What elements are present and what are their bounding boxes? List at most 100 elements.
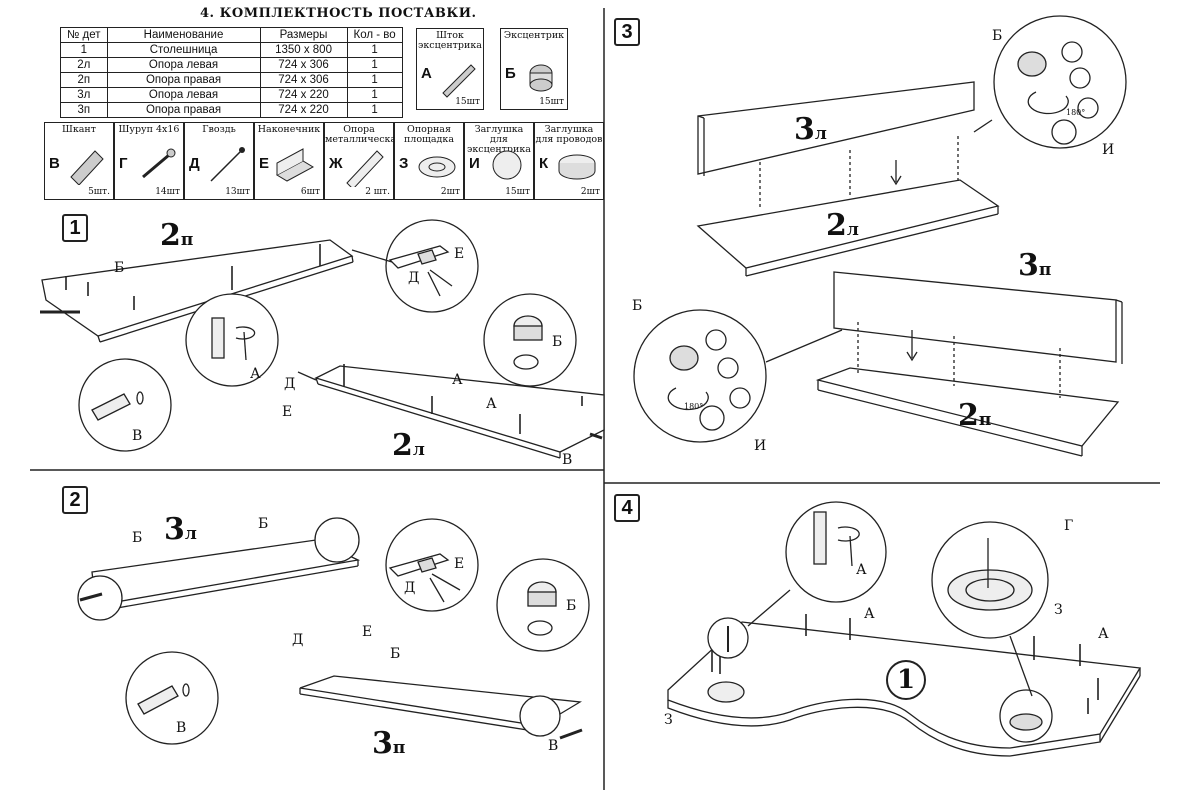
fitting-metal-leg: Опора металлическая Ж 2 шт. [324, 122, 403, 200]
col-header: Размеры [259, 27, 348, 43]
cell: Опора левая [106, 57, 261, 73]
callout-label: А [864, 606, 875, 622]
part-number: 3 [794, 112, 815, 147]
page-title: 4. КОМПЛЕКТНОСТЬ ПОСТАВКИ. [200, 6, 477, 21]
callout-label: А [486, 396, 497, 412]
step3-detail-cam-top [993, 15, 1127, 149]
callout-label: И [1102, 142, 1115, 158]
step-number-1: 1 [62, 214, 88, 242]
cam-stud-icon [442, 64, 476, 98]
part-marker-3p: 3п [372, 726, 405, 761]
callout-label: Е [454, 556, 465, 572]
part-number: 3 [1018, 248, 1039, 283]
cell: 724 х 306 [259, 72, 348, 88]
nail-icon [210, 147, 245, 182]
fitting-qty: 2шт [440, 187, 460, 197]
fitting-letter: Е [259, 155, 270, 172]
callout-label: А [1098, 626, 1109, 642]
callout-label: Е [362, 624, 373, 640]
callout-label: Д [408, 270, 420, 286]
callout-label: Д [404, 580, 416, 596]
fitting-qty: 15шт [505, 187, 530, 197]
step4-detail-screw [785, 501, 887, 603]
cell: 1 [60, 42, 108, 58]
part-suffix: п [392, 738, 406, 758]
foot-pad-icon [418, 156, 456, 178]
fitting-caption: Опора металлическая [325, 124, 403, 145]
fitting-qty: 2 шт. [365, 187, 390, 197]
fitting-cam-cover: Заглушка для эксцентрика И 15шт [464, 122, 534, 200]
fitting-letter: В [49, 155, 60, 172]
part-suffix: п [978, 410, 992, 430]
fitting-cam: Эксцентрик Б 15шт [500, 28, 568, 110]
callout-label: З [664, 712, 673, 728]
part-number: 2 [160, 218, 181, 253]
callout-label: И [754, 438, 767, 454]
fitting-caption: Шуруп 4х16 [118, 124, 180, 135]
fitting-caption: Шкант [61, 124, 97, 135]
fitting-qty: 14шт [155, 187, 180, 197]
dowel-icon [70, 150, 104, 185]
fitting-letter: А [421, 65, 432, 82]
part-number: 2 [958, 398, 979, 433]
cell: 2л [60, 57, 108, 73]
rotation-angle-label: 180° [684, 402, 704, 411]
fitting-caption: Гвоздь [202, 124, 236, 135]
callout-label: Б [390, 646, 401, 662]
callout-label: Б [566, 598, 577, 614]
fitting-caption: Эксцентрик [503, 30, 565, 41]
callout-label: В [132, 428, 143, 444]
fitting-screw: Шуруп 4х16 Г 14шт [114, 122, 184, 200]
part-suffix: п [180, 230, 194, 250]
part-marker-3l: 3л [794, 112, 827, 147]
fitting-qty: 2шт [580, 187, 600, 197]
callout-label: В [548, 738, 559, 754]
step-number-2: 2 [62, 486, 88, 514]
part-marker-1: 1 [886, 660, 926, 700]
fitting-letter: К [539, 155, 549, 172]
fitting-caption: Опорная площадка [403, 124, 455, 145]
cell: 1 [346, 87, 403, 103]
fitting-caption: Наконечник [257, 124, 321, 135]
fitting-qty: 15шт [539, 97, 564, 107]
end-cap-icon [275, 148, 315, 182]
metal-leg-icon [346, 150, 384, 187]
fitting-foot-pad: Опорная площадка З 2шт [394, 122, 464, 200]
fitting-letter: Ж [329, 155, 343, 172]
cell: 3п [60, 102, 108, 118]
part-suffix: л [184, 524, 197, 544]
cell: 724 х 220 [259, 87, 348, 103]
callout-label: А [250, 366, 261, 382]
col-header: Кол - во [346, 27, 403, 43]
part-marker-2l: 2л [826, 208, 859, 243]
cell: Столешница [106, 42, 261, 58]
fitting-dowel: Шкант В 5шт. [44, 122, 114, 200]
fitting-cable-grommet: Заглушка для проводов К 2шт [534, 122, 604, 200]
step3-panel-2p-flat [815, 367, 1120, 457]
part-suffix: л [814, 124, 827, 144]
rotation-angle-label: 180° [1066, 108, 1086, 117]
parts-table-header: № дет Наименование Размеры Кол - во [60, 27, 403, 43]
callout-label: Б [114, 260, 125, 276]
cell: 1350 х 800 [259, 42, 348, 58]
fitting-qty: 6шт [300, 187, 320, 197]
part-number: 3 [372, 726, 393, 761]
callout-label: Е [454, 246, 465, 262]
fitting-letter: Д [189, 155, 200, 172]
callout-label: Б [552, 334, 563, 350]
step3-panel-3l-upright [697, 81, 975, 176]
cam-cover-icon [492, 150, 522, 180]
cell: Опора правая [106, 72, 261, 88]
fitting-caption: Заглушка для проводов [535, 124, 603, 145]
fitting-qty: 5шт. [88, 187, 110, 197]
part-marker-3l: 3л [164, 512, 197, 547]
part-suffix: л [846, 220, 859, 240]
callout-label: Б [632, 298, 643, 314]
part-marker-2p: 2п [958, 398, 991, 433]
